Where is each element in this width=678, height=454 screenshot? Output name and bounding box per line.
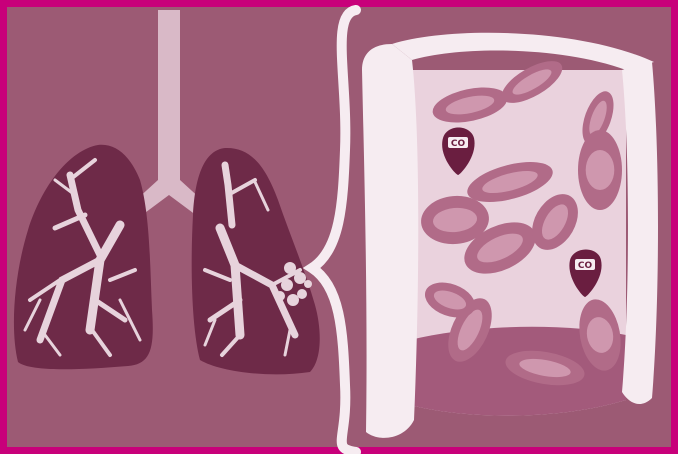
co-label-lower: CO: [578, 261, 593, 271]
vessel-wall-left: [362, 44, 418, 438]
trachea: [158, 10, 180, 190]
co-label-upper: CO: [451, 139, 466, 149]
blood-vessel-cutaway: CO CO: [362, 33, 658, 438]
red-blood-cell: [578, 130, 622, 210]
